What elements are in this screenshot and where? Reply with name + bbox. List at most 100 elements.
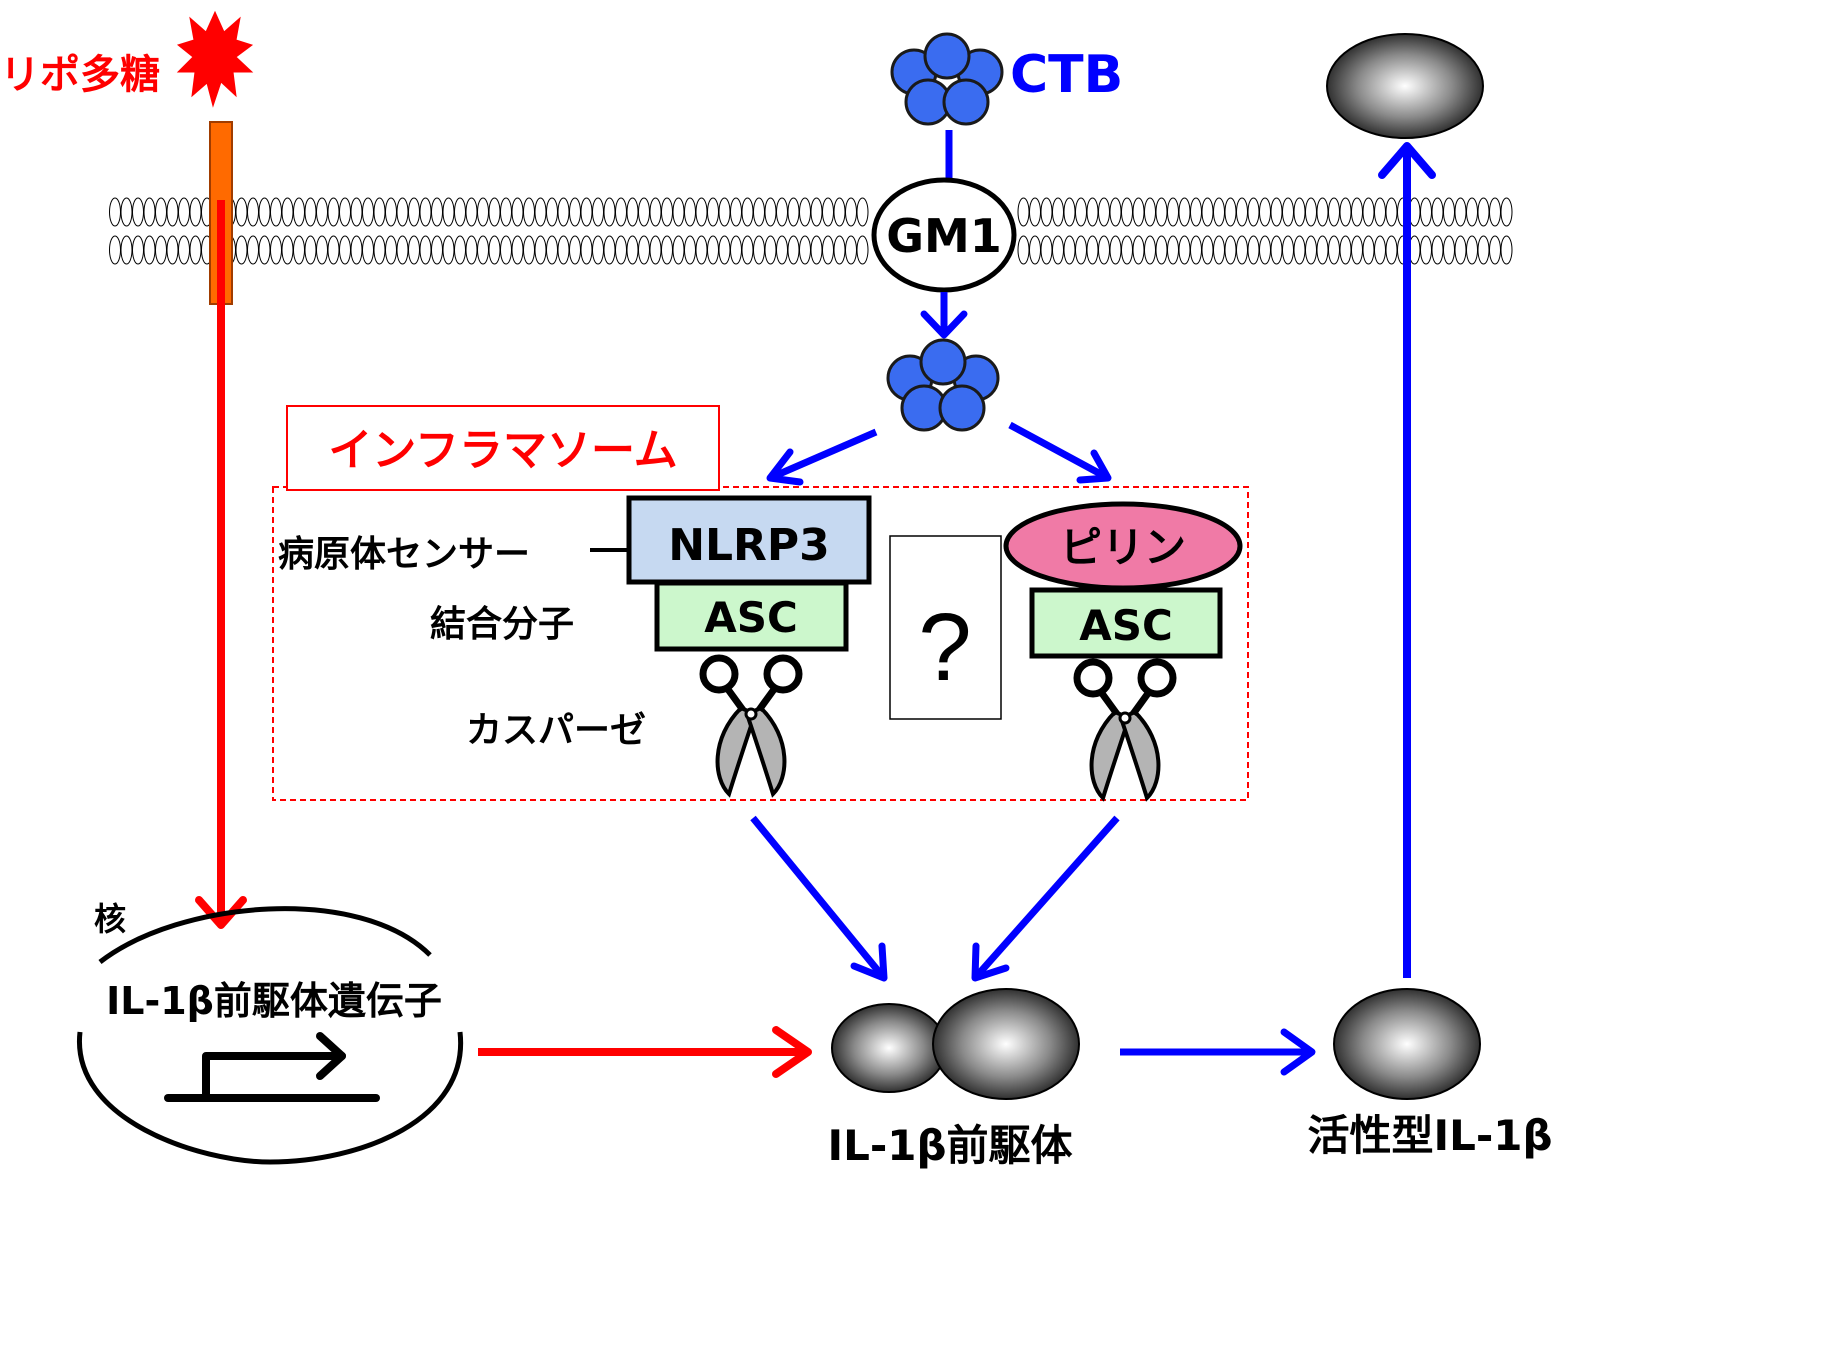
precursor-label: IL-1β前駆体: [827, 1121, 1072, 1170]
secreted-il1b-icon: [1326, 33, 1484, 139]
lipid-molecule: [1121, 235, 1133, 265]
lipid-molecule: [189, 235, 202, 265]
lipid-molecule: [1224, 197, 1237, 227]
diagram: リポ多糖 CTB GM1: [0, 10, 1553, 1170]
lipid-molecule: [1075, 235, 1087, 265]
lipid-molecule: [270, 235, 282, 265]
lipid-molecule: [327, 197, 340, 227]
lipid-molecule: [373, 197, 386, 227]
lipid-molecule: [258, 197, 271, 227]
lipid-molecule: [776, 235, 788, 265]
lipid-molecule: [1316, 197, 1329, 227]
lipid-molecule: [845, 235, 857, 265]
lipid-molecule: [615, 235, 627, 265]
lipid-molecule: [684, 197, 696, 227]
nlrp3-label: NLRP3: [668, 520, 830, 571]
lipid-molecule: [833, 197, 846, 227]
lipid-molecule: [1063, 235, 1076, 265]
lipid-molecule: [695, 197, 708, 227]
lipid-molecule: [1040, 197, 1053, 227]
cell-membrane: [109, 197, 1513, 265]
lipid-molecule: [707, 197, 719, 227]
lipid-molecule: [431, 197, 443, 227]
lipid-molecule: [1270, 235, 1283, 265]
lipid-molecule: [1201, 197, 1214, 227]
lipid-molecule: [1213, 235, 1225, 265]
lipid-molecule: [166, 235, 179, 265]
lipid-molecule: [316, 197, 328, 227]
lipid-molecule: [281, 197, 294, 227]
lipid-molecule: [833, 235, 846, 265]
ctb-to-nlrp3-arrow: [766, 428, 878, 486]
lipid-molecule: [592, 235, 604, 265]
lipid-molecule: [1121, 197, 1133, 227]
lipid-molecule: [419, 235, 432, 265]
lipid-molecule: [454, 197, 466, 227]
lipid-molecule: [362, 197, 374, 227]
lipid-molecule: [339, 235, 351, 265]
caspase-left-scissors-icon: [699, 654, 803, 798]
lipid-molecule: [764, 235, 777, 265]
lipid-molecule: [419, 197, 432, 227]
lipid-molecule: [661, 197, 673, 227]
lipid-molecule: [511, 197, 524, 227]
lipid-molecule: [546, 197, 558, 227]
lipid-molecule: [810, 235, 823, 265]
lipid-molecule: [776, 197, 788, 227]
gm1-label: GM1: [886, 209, 1002, 263]
lipid-molecule: [1190, 197, 1202, 227]
gene-label: IL-1β前駆体遺伝子: [106, 979, 442, 1023]
lipid-molecule: [741, 235, 754, 265]
lipid-molecule: [477, 235, 489, 265]
lipid-molecule: [1293, 197, 1306, 227]
lipid-molecule: [132, 197, 144, 227]
lipid-molecule: [1167, 235, 1179, 265]
lps-label: リポ多糖: [0, 52, 160, 98]
lipid-molecule: [1132, 235, 1145, 265]
nlrp3-cleavage-arrow: [750, 815, 888, 982]
lipid-molecule: [132, 235, 144, 265]
lipid-molecule: [143, 235, 156, 265]
lipid-molecule: [258, 235, 271, 265]
lipid-molecule: [327, 235, 340, 265]
lipid-molecule: [247, 235, 259, 265]
lipid-molecule: [293, 197, 305, 227]
lipid-molecule: [178, 235, 190, 265]
lipid-molecule: [189, 197, 202, 227]
lipid-molecule: [753, 235, 765, 265]
lipid-molecule: [500, 197, 512, 227]
lipid-molecule: [1155, 235, 1168, 265]
lipid-molecule: [1086, 235, 1099, 265]
lipid-molecule: [1040, 235, 1053, 265]
lipid-molecule: [1351, 235, 1363, 265]
pyrin-label: ピリン: [1060, 523, 1186, 572]
lipid-molecule: [1305, 197, 1317, 227]
lipid-molecule: [1443, 235, 1455, 265]
lipid-molecule: [431, 235, 443, 265]
lipid-molecule: [569, 197, 581, 227]
lipid-molecule: [385, 235, 397, 265]
lipid-molecule: [718, 235, 731, 265]
lipid-molecule: [1328, 235, 1340, 265]
lipid-molecule: [534, 197, 547, 227]
lipid-molecule: [580, 235, 593, 265]
lipid-molecule: [304, 197, 317, 227]
lipid-molecule: [822, 197, 834, 227]
lipid-molecule: [1190, 235, 1202, 265]
lipid-molecule: [1201, 235, 1214, 265]
lipid-molecule: [511, 235, 524, 265]
lipid-molecule: [247, 197, 259, 227]
lipid-molecule: [534, 235, 547, 265]
lipid-molecule: [1259, 235, 1271, 265]
lipid-molecule: [1109, 235, 1122, 265]
question-mark: ?: [918, 594, 971, 701]
lipid-molecule: [546, 235, 558, 265]
lipid-molecule: [1236, 197, 1248, 227]
lipid-molecule: [465, 235, 478, 265]
lipid-molecule: [155, 197, 167, 227]
lipid-molecule: [293, 235, 305, 265]
lipid-molecule: [408, 197, 420, 227]
ctb-pentamer-icon: [890, 32, 1004, 126]
pyrin-box: ピリン: [1003, 501, 1243, 591]
lipid-molecule: [1086, 197, 1099, 227]
